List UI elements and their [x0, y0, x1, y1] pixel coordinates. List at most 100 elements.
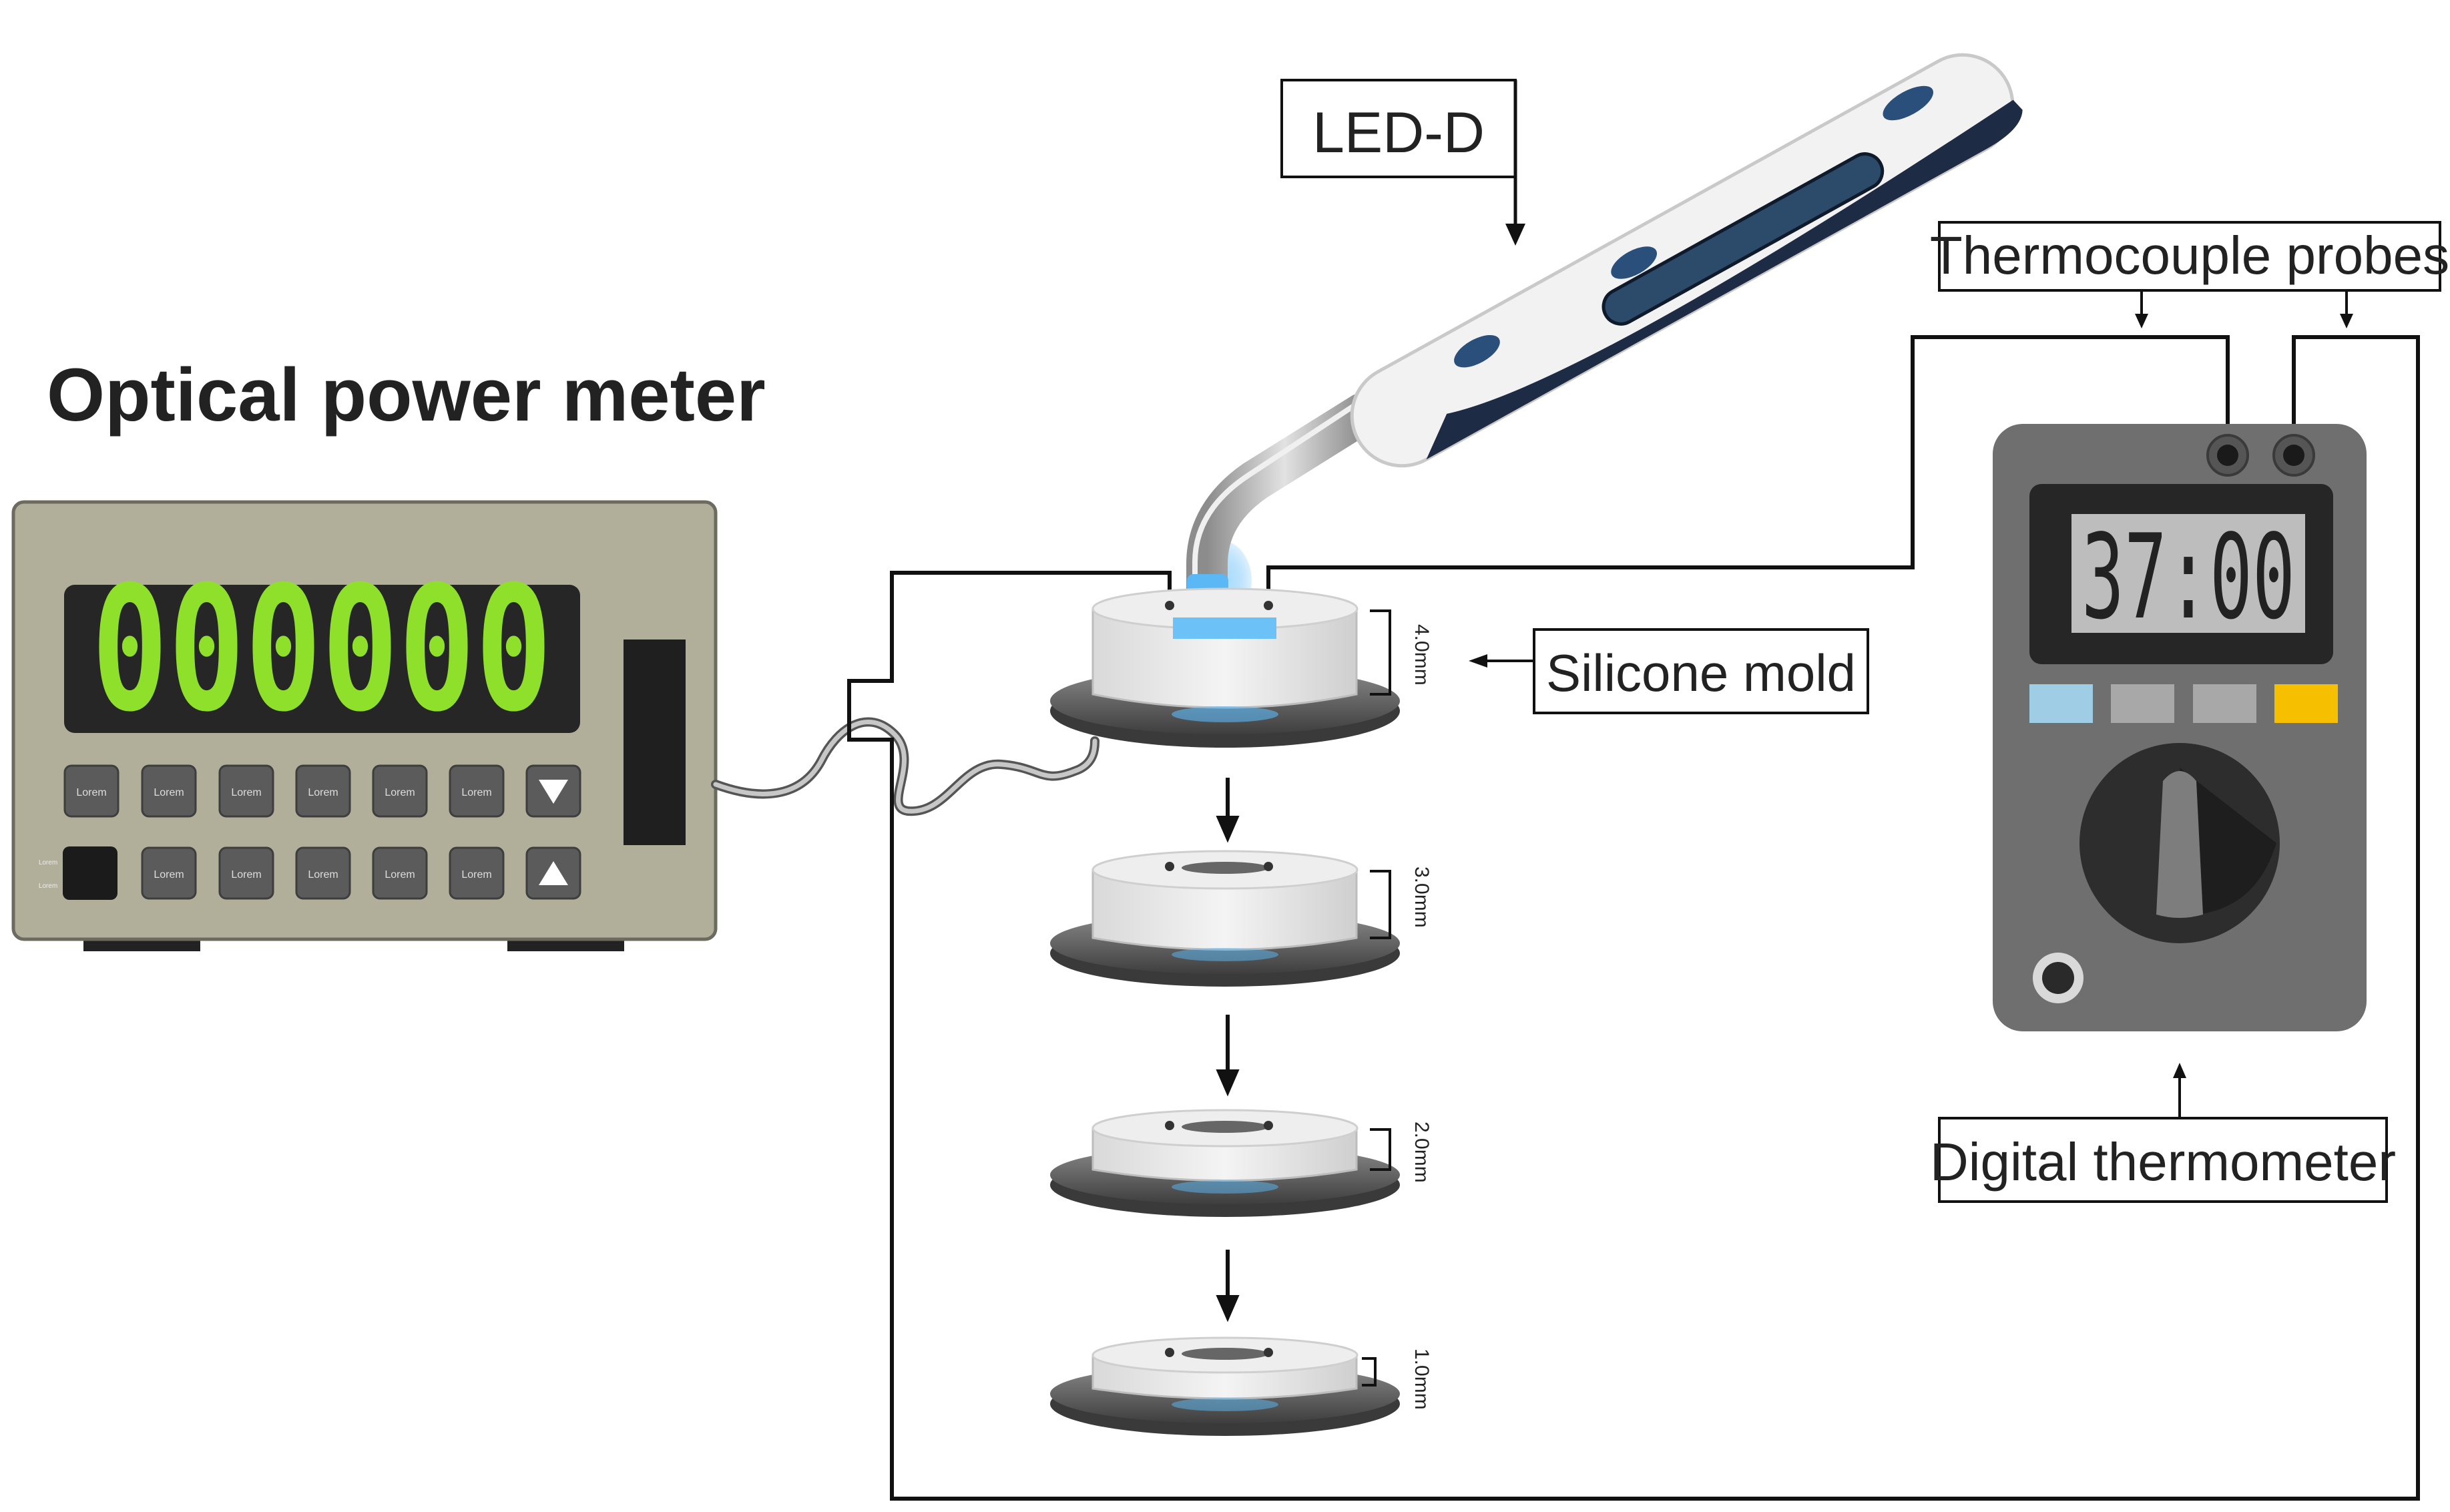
- meter-button-label: Lorem: [39, 859, 57, 866]
- silicone-mold-3: 2.0mm: [1050, 1109, 1433, 1217]
- led-leader-arrow-icon: [1505, 224, 1525, 246]
- meter-button[interactable]: [449, 764, 505, 818]
- meter-button-row-2: Lorem Lorem Lorem Lorem Lorem Lorem Lore…: [39, 846, 581, 900]
- label-led: LED-D: [1280, 79, 1525, 246]
- down-arrow-head-icon: [1216, 816, 1240, 843]
- meter-side-slot: [624, 640, 686, 845]
- label-thermocouple: Thermocouple probes: [1930, 221, 2449, 328]
- mold-cavity-light: [1173, 617, 1276, 639]
- meter-button-label: Lorem: [154, 787, 184, 798]
- down-arrow-head-icon: [1216, 1295, 1240, 1322]
- meter-button[interactable]: [218, 764, 274, 818]
- thermometer-screen: [2071, 514, 2305, 633]
- meter-button-row-1: Lorem Lorem Lorem Lorem Lorem Lorem: [63, 764, 581, 818]
- meter-button[interactable]: [372, 846, 428, 900]
- mold-light-spot: [1172, 1398, 1278, 1411]
- meter-button-label: Lorem: [385, 869, 415, 880]
- meter-button-label: Lorem: [39, 883, 57, 890]
- silicone-mold-2: 3.0mm: [1050, 850, 1433, 987]
- optical-power-meter: 000000 Lorem Lorem Lorem Lorem Lorem Lor…: [11, 500, 718, 951]
- led-handle-dot: [1454, 334, 1500, 368]
- thermocouple-hole: [1165, 1348, 1174, 1357]
- mold-light-spot: [1172, 706, 1278, 722]
- mold-thickness-label: 4.0mm: [1411, 624, 1433, 686]
- meter-button-label: Lorem: [461, 869, 491, 880]
- mold-light-spot: [1172, 1180, 1278, 1194]
- thermocouple-hole: [1165, 862, 1174, 871]
- meter-button-label: Lorem: [231, 787, 261, 798]
- thermometer-mode-button[interactable]: [2111, 684, 2174, 723]
- triangle-up-icon: [539, 861, 568, 885]
- thermocouple-hole: [1264, 1121, 1273, 1130]
- meter-button[interactable]: [63, 764, 119, 818]
- led-handle-dot: [1611, 246, 1657, 279]
- meter-button-label: Lorem: [308, 869, 338, 880]
- meter-button-label: Lorem: [385, 787, 415, 798]
- thermometer-port-icon: [2042, 962, 2074, 994]
- meter-button[interactable]: [295, 846, 351, 900]
- silicone-mold-1: 4.0mm: [1050, 587, 1433, 748]
- thermometer-label: Digital thermometer: [1930, 1132, 2396, 1192]
- silicone-label-box: [1533, 628, 1869, 714]
- down-arrow-head-icon: [1216, 1069, 1240, 1097]
- mold-thickness-label: 1.0mm: [1411, 1348, 1433, 1410]
- thermocouple-leader-arrow-icon: [2340, 314, 2353, 328]
- mold-cavity: [1182, 1121, 1268, 1133]
- meter-button-label: Lorem: [461, 787, 491, 798]
- meter-button-label: Lorem: [308, 787, 338, 798]
- meter-button[interactable]: [218, 846, 274, 900]
- thickness-bracket: [1370, 609, 1391, 696]
- meter-button[interactable]: [295, 764, 351, 818]
- mold-thickness-label: 3.0mm: [1411, 866, 1433, 928]
- led-light-guide-tube: [1186, 393, 1383, 618]
- thermometer-leader-line: [2178, 1075, 2213, 1119]
- meter-button[interactable]: [372, 764, 428, 818]
- probe-jack-hole: [2283, 445, 2304, 466]
- meter-button[interactable]: [141, 846, 197, 900]
- mold-thickness-label: 2.0mm: [1411, 1121, 1433, 1183]
- mold-cavity: [1182, 1348, 1268, 1360]
- led-label: LED-D: [1312, 101, 1485, 165]
- thermocouple-label: Thermocouple probes: [1930, 226, 2449, 285]
- meter-power-button[interactable]: [63, 846, 117, 900]
- led-handle-window: [1602, 152, 1885, 326]
- thermocouple-hole: [1165, 601, 1174, 610]
- meter-screen: [64, 585, 580, 733]
- thickness-bracket: [1362, 1357, 1377, 1387]
- dial-knob-icon: [2156, 771, 2203, 918]
- thermometer-mode-button[interactable]: [2193, 684, 2256, 723]
- led-handle-dot: [1883, 85, 1933, 121]
- mold-light-spot: [1172, 948, 1278, 961]
- thermometer-label-box: [1938, 1117, 2388, 1203]
- triangle-down-icon: [539, 780, 568, 804]
- led-tube-highlight: [1192, 398, 1364, 594]
- thermometer-reading: 37:00: [2081, 510, 2295, 646]
- thermometer-mode-button-orange[interactable]: [2274, 684, 2338, 723]
- meter-button-label: Lorem: [76, 787, 106, 798]
- meter-button[interactable]: [141, 764, 197, 818]
- led-handle-stripe: [1426, 99, 2023, 460]
- meter-button[interactable]: [449, 846, 505, 900]
- sequence-arrows: [1216, 778, 1240, 1322]
- thermocouple-hole: [1264, 862, 1273, 871]
- meter-button-label: Lorem: [154, 869, 184, 880]
- probe-jack-hole: [2217, 445, 2238, 466]
- circuit-wires: [847, 335, 2420, 1501]
- thermocouple-label-box: [1938, 221, 2441, 292]
- thermometer-leader-arrow-icon: [2173, 1063, 2186, 1078]
- dial-shadow: [2180, 768, 2276, 915]
- meter-button-label: Lorem: [231, 869, 261, 880]
- led-label-box: [1280, 79, 1517, 178]
- label-thermometer: Digital thermometer: [1930, 1063, 2396, 1203]
- silicone-leader-arrow-icon: [1469, 654, 1487, 668]
- thermometer-mode-button-blue[interactable]: [2029, 684, 2093, 723]
- page-title: Optical power meter: [47, 353, 766, 437]
- thermocouple-hole: [1264, 1348, 1273, 1357]
- sensor-cable-highlight: [713, 720, 1097, 814]
- silicone-label: Silicone mold: [1546, 644, 1856, 702]
- meter-display-digits: 000000: [91, 549, 552, 750]
- digital-thermometer: 37:00: [1993, 424, 2367, 1031]
- silicone-mold-4: 1.0mm: [1050, 1336, 1433, 1436]
